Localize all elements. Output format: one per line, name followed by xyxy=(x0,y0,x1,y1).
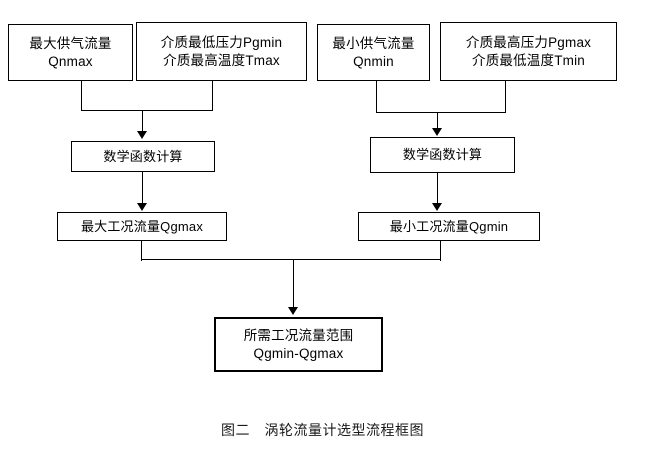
connector-right-merge-bar xyxy=(376,112,506,113)
connector-math-calc-right-to-qgmin xyxy=(437,173,438,205)
node-required-range: 所需工况流量范围 Qgmin-Qgmax xyxy=(214,317,383,372)
node-medium-max-pressure-min-temp-line1: 介质最高压力Pgmax xyxy=(465,34,592,50)
node-max-supply-flow-line1: 最大供气流量 xyxy=(29,35,112,51)
node-max-supply-flow: 最大供气流量 Qnmax xyxy=(8,24,133,81)
connector-qgmax-down xyxy=(141,241,142,261)
node-medium-min-pressure-max-temp-line1: 介质最低压力Pgmin xyxy=(160,34,283,50)
node-math-calc-left: 数学函数计算 xyxy=(71,141,215,172)
arrowhead-to-math-calc-left xyxy=(137,131,147,139)
node-qgmax: 最大工况流量Qgmax xyxy=(57,212,227,241)
node-medium-min-pressure-max-temp: 介质最低压力Pgmin 介质最高温度Tmax xyxy=(136,22,307,81)
node-qgmax-label: 最大工况流量Qgmax xyxy=(80,218,204,234)
arrowhead-to-qgmax xyxy=(137,203,147,211)
connector-bottom-merge-stem xyxy=(293,259,294,309)
node-math-calc-left-label: 数学函数计算 xyxy=(103,148,183,164)
node-medium-max-pressure-min-temp: 介质最高压力Pgmax 介质最低温度Tmin xyxy=(440,22,617,81)
node-min-supply-flow: 最小供气流量 Qnmin xyxy=(317,24,430,81)
arrowhead-to-math-calc-right xyxy=(432,128,442,136)
connector-bottom-merge-bar xyxy=(141,259,441,260)
connector-qgmin-down xyxy=(440,241,441,261)
node-medium-max-pressure-min-temp-line2: 介质最低温度Tmin xyxy=(472,52,585,68)
node-required-range-line1: 所需工况流量范围 xyxy=(243,327,354,343)
connector-left-merge-stem xyxy=(142,110,143,133)
figure-caption: 图二 涡轮流量计选型流程框图 xyxy=(221,422,424,438)
connector-medium-min-pressure-down xyxy=(212,81,213,111)
node-math-calc-right-label: 数学函数计算 xyxy=(402,147,483,163)
arrowhead-to-qgmin xyxy=(432,203,442,211)
connector-min-supply-flow-down xyxy=(376,81,377,113)
node-math-calc-right: 数学函数计算 xyxy=(370,137,515,173)
connector-right-merge-stem xyxy=(437,112,438,131)
connector-math-calc-left-to-qgmax xyxy=(142,172,143,205)
connector-max-supply-flow-down xyxy=(81,81,82,111)
node-qgmin: 最小工况流量Qgmin xyxy=(358,212,540,241)
connector-left-merge-bar xyxy=(81,110,213,111)
node-required-range-line2: Qgmin-Qgmax xyxy=(253,345,344,361)
node-min-supply-flow-line1: 最小供气流量 xyxy=(332,35,415,51)
connector-medium-max-pressure-down xyxy=(505,81,506,113)
node-max-supply-flow-line2: Qnmax xyxy=(48,53,93,69)
node-medium-min-pressure-max-temp-line2: 介质最高温度Tmax xyxy=(163,52,280,68)
arrowhead-to-required-range xyxy=(288,307,298,315)
node-min-supply-flow-line2: Qnmin xyxy=(353,53,394,69)
node-qgmin-label: 最小工况流量Qgmin xyxy=(389,218,509,234)
